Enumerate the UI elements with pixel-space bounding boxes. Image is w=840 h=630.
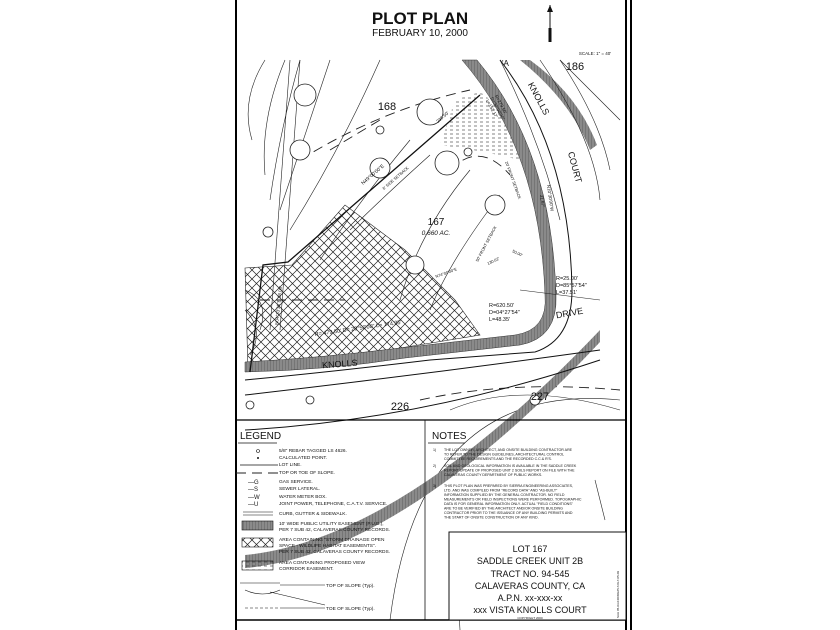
- title-county: CALAVERAS COUNTY, CA: [475, 581, 585, 591]
- calc-point-symbol: [257, 457, 259, 459]
- title-address: xxx VISTA KNOLLS COURT: [473, 605, 587, 615]
- curve-radius: R=25.00': [556, 276, 578, 282]
- file-reference: SAH 05-03-04DWG/PLT/ALT-05-09: [616, 571, 620, 618]
- note-line: DATA IS FOR GENERAL INFORMATION ONLY. AC…: [444, 502, 574, 506]
- lot-line: [249, 94, 481, 373]
- note-line: COMMITTEE REQUIREMENTS AND THE RECORDED …: [444, 457, 552, 461]
- scale-label: SCALE: 1" = 40': [579, 51, 611, 56]
- lot-186-label: 186: [566, 61, 584, 73]
- legend-label: WATER METER BOX.: [279, 494, 327, 500]
- view-corridor-symbol: [241, 560, 274, 571]
- lot-227-label: 227: [531, 391, 549, 403]
- court-curve-data: R=279.50' D=30°00'00" L=152.17': [485, 94, 508, 121]
- storm-drainage-symbol: [241, 537, 274, 548]
- legend-label: JOINT POWER, TELEPHONE, C.A.T.V. SERVICE…: [279, 501, 387, 507]
- top-of-slope-label: TOP OF SLOPE (Typ).: [326, 583, 375, 589]
- water-symbol: —W: [248, 495, 260, 501]
- court-line-distance: 31.67': [539, 194, 546, 207]
- legend-label: GAS SERVICE.: [279, 479, 313, 485]
- note-number: 3): [433, 484, 436, 488]
- legend-label: CURB, GUTTER & SIDEWALK.: [279, 511, 347, 517]
- notes: NOTES 1) THE LOT OWNER, ARCHITECT, AND O…: [428, 431, 582, 520]
- note-line: TO REFER TO THE DESIGN GUIDELINES, ARCHI…: [444, 453, 564, 457]
- toe-of-slope-label: TOE OF SLOPE (Typ).: [326, 606, 375, 612]
- note-line: SOIL AND GEOLOGICAL INFORMATION IS AVAIL…: [444, 464, 577, 468]
- public-utility-easement-band: [244, 59, 557, 373]
- note-number: 2): [433, 464, 436, 468]
- lot-167-area: 0.660 AC.: [422, 230, 451, 237]
- pue-symbol: [241, 520, 274, 531]
- slope-symbol: [240, 582, 281, 595]
- drive-curve-data: R=620.50' D=04°27'54" L=48.35': [489, 303, 520, 323]
- title-copyright: COPYRIGHT 2000: [517, 616, 543, 620]
- note-line: THE LOT OWNER, ARCHITECT, AND ONSITE BUI…: [444, 448, 573, 452]
- tree-icons: [245, 83, 541, 410]
- title-subdivision: SADDLE CREEK UNIT 2B: [477, 556, 583, 566]
- note-line: ARE TO BE VERIFIED BY THE ARCHITECT AND/…: [444, 507, 563, 511]
- note-line: INFORMATION SUPPLIED BY THE GENERAL CONT…: [444, 493, 565, 497]
- lot-168-label: 168: [378, 101, 396, 113]
- legend-label: CALCULATED POINT.: [279, 455, 327, 461]
- corner-curve-data: R=25.00' D=85°57'54" L=37.51': [556, 276, 587, 296]
- court-curb-band: [520, 60, 597, 150]
- site-map: 168 167 0.660 AC. 186 'A 226 227 KNOLLS …: [244, 59, 621, 630]
- lot-167-label: 167: [428, 217, 445, 228]
- title-apn: A.P.N. xx-xxx-xx: [498, 593, 563, 603]
- rebar-symbol: [256, 449, 260, 453]
- legend-label: PER 7 SUB 42, CALAVERAS COUNTY RECORDS.: [279, 527, 390, 533]
- note-line: REPORT UPDATE OF PROPOSED UNIT 2 SOILS R…: [444, 469, 575, 473]
- legend: LEGEND —G —S —W —U 5/8" REBAR TAGGED LS …: [236, 431, 390, 612]
- knolls-drive-label-1: KNOLLS: [322, 358, 358, 370]
- curve-delta: D=04°27'54": [489, 310, 520, 316]
- title-tract: TRACT NO. 94-545: [491, 569, 570, 579]
- note-line: THE START OF ONSITE CONSTRUCTION OF ANY …: [444, 516, 539, 520]
- legend-label: TOP OR TOE OF SLOPE.: [279, 470, 335, 476]
- curve-delta: D=85°57'54": [556, 283, 587, 289]
- legend-label: AREA CONTAINING PROPOSED VIEW: [279, 560, 365, 566]
- curb-symbol: [243, 511, 273, 516]
- note-line: LTD. AND WAS COMPILED FROM "RECORD DATA"…: [444, 489, 558, 493]
- legend-label: 5/8" REBAR TAGGED LS 4626.: [279, 448, 347, 454]
- west-line-bearing: N04°33'35"E 38.08': [274, 286, 283, 325]
- north-arrow-icon: [547, 5, 553, 42]
- title-block: LOT 167 SADDLE CREEK UNIT 2B TRACT NO. 9…: [448, 531, 627, 621]
- gas-symbol: —G: [248, 480, 259, 486]
- curve-radius: R=620.50': [489, 303, 514, 309]
- sewer-symbol: —S: [248, 487, 258, 493]
- legend-label: PER 7 SUB 42, CALAVERAS COUNTY RECORDS.: [279, 549, 390, 555]
- legend-label: LOT LINE.: [279, 462, 302, 468]
- legend-label: CORRIDOR EASEMENT.: [279, 566, 334, 572]
- note-line: THIS PLOT PLAN WAS PREPARED BY SIERRA EN…: [444, 484, 573, 488]
- utility-symbol: —U: [248, 502, 258, 508]
- lot-a-label: 'A: [502, 59, 510, 68]
- note-line: CALAVERAS COUNTY DEPARTMENT OF PUBLIC WO…: [444, 473, 542, 477]
- legend-label: SPACE - WILDLIFE HABITAT EASEMENTS".: [279, 543, 376, 549]
- note-number: 1): [433, 448, 436, 452]
- legend-label: SEWER LATERAL.: [279, 486, 320, 492]
- legend-label: AREA CONTAINING "STORM DRAINAGE OPEN: [279, 537, 385, 543]
- legend-label: 10' WIDE PUBLIC UTILITY EASEMENT (P.U.E.…: [279, 521, 384, 527]
- notes-title: NOTES: [432, 431, 467, 442]
- title-lot: LOT 167: [513, 544, 548, 554]
- knolls-drive-label-2: DRIVE: [555, 306, 584, 321]
- note-line: MEASUREMENTS OR FIELD INSPECTIONS WERE P…: [444, 498, 582, 502]
- view-corridor-easement-area: [440, 92, 520, 160]
- court-line-bearing: N10°30'00"W: [546, 184, 555, 212]
- legend-title: LEGEND: [240, 431, 281, 442]
- note-line: CONTRACTOR PRIOR TO THE ISSUANCE OF ANY …: [444, 511, 573, 515]
- distance-50-00: 50.00': [512, 248, 524, 257]
- curve-length: L=37.51': [556, 290, 577, 296]
- curve-length: L=48.35': [489, 317, 510, 323]
- page-title: PLOT PLAN: [372, 9, 468, 28]
- lot-226-label: 226: [391, 401, 409, 413]
- plan-date: FEBRUARY 10, 2000: [372, 28, 468, 39]
- distance-130-62: 130.62': [486, 256, 500, 266]
